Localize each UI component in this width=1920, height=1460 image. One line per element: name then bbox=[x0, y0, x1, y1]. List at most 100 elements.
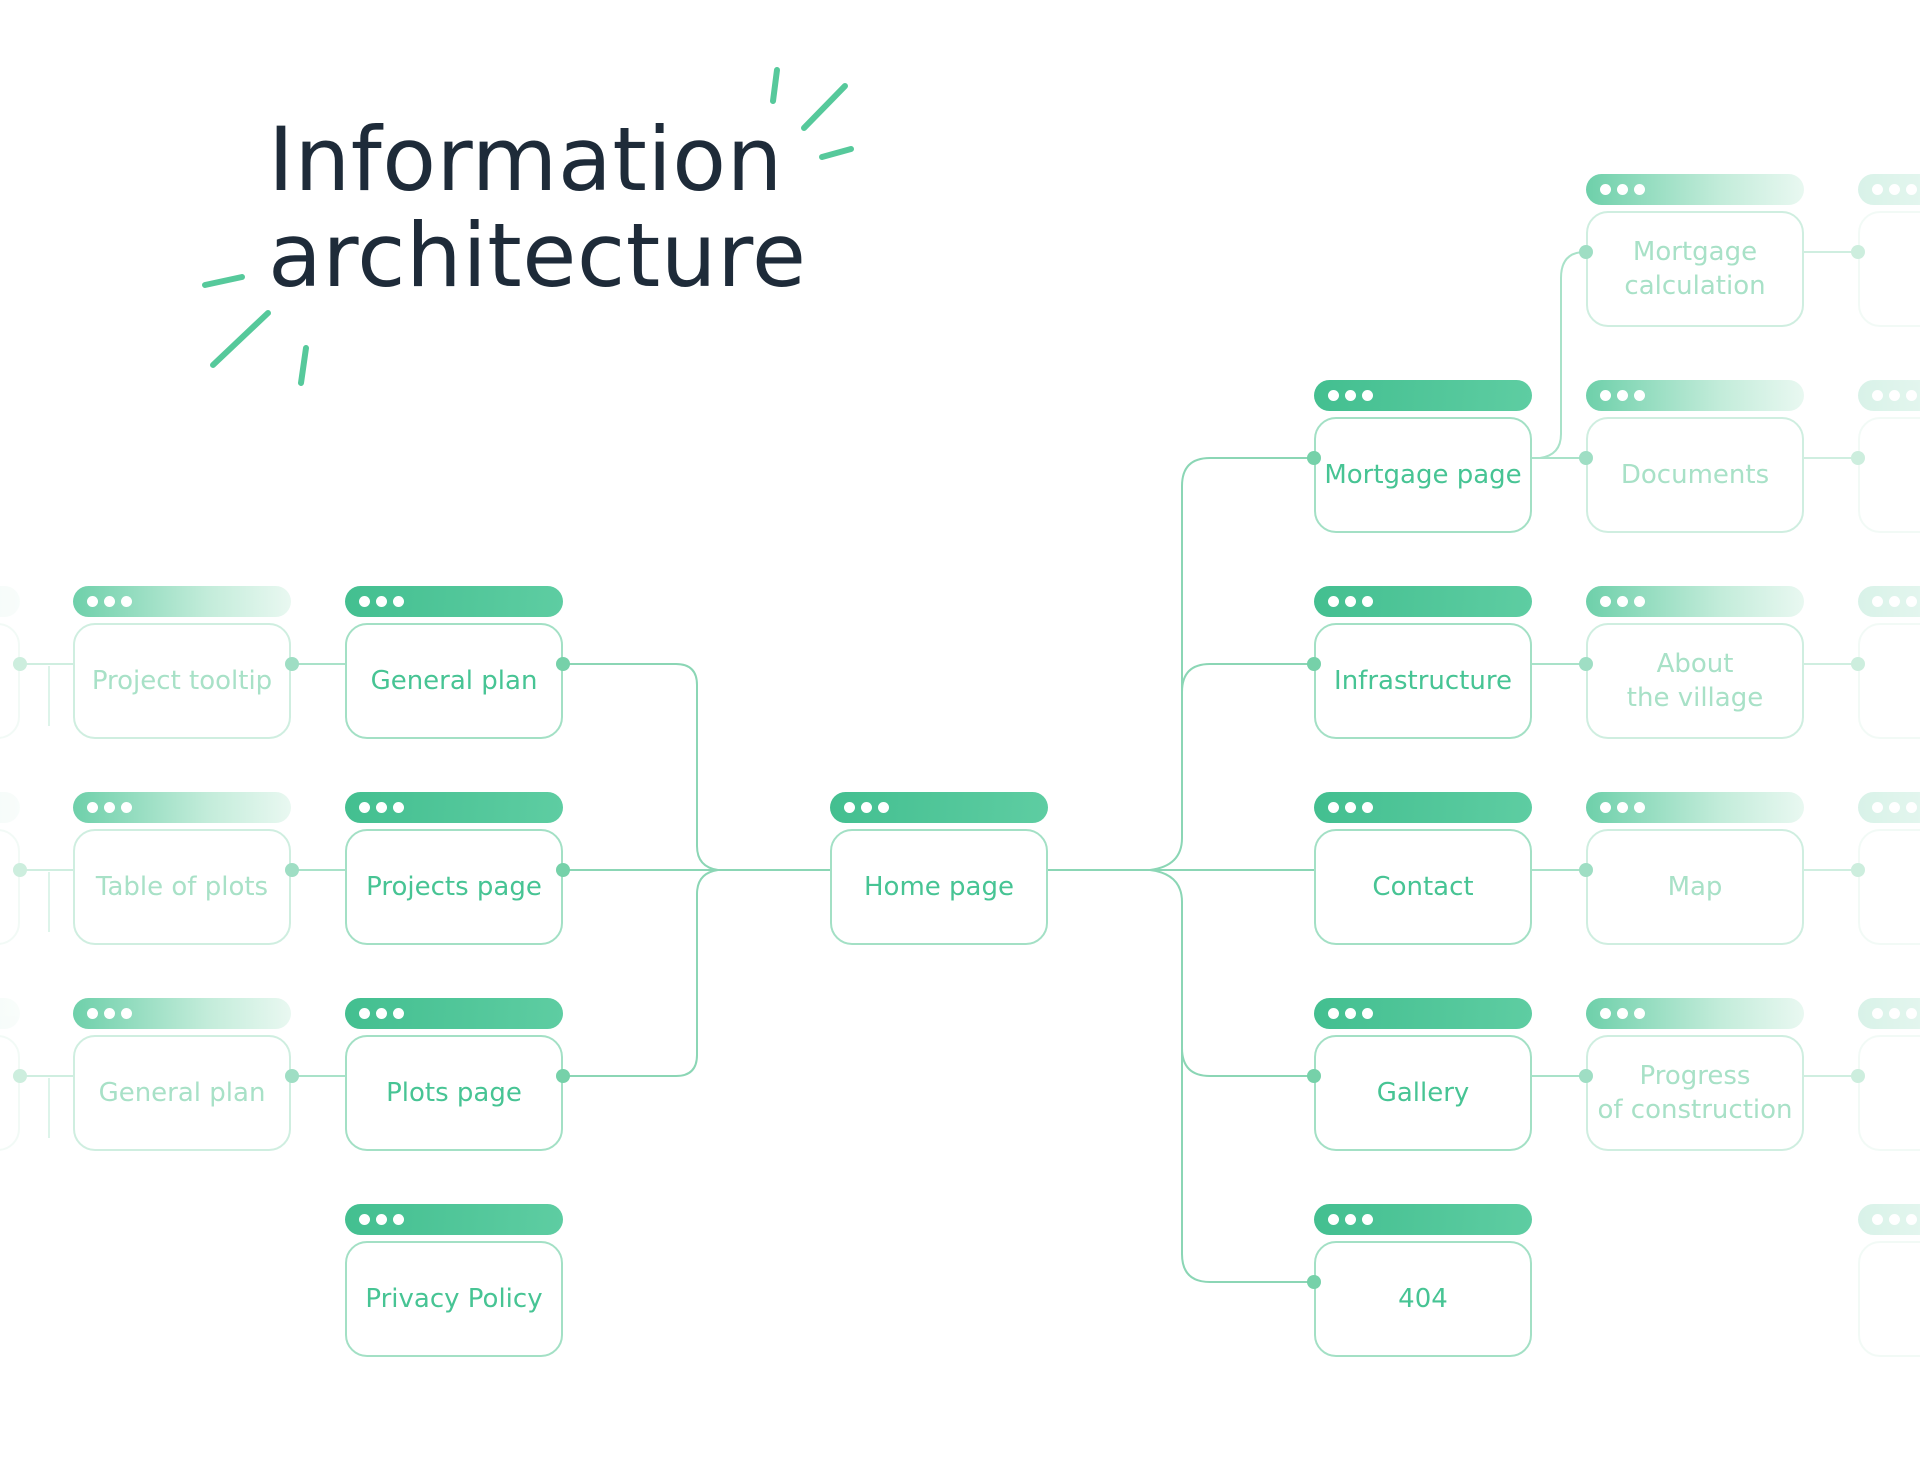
window-dot-icon bbox=[121, 1008, 132, 1019]
card-body: Infrastructure bbox=[1314, 623, 1532, 739]
window-dot-icon bbox=[1872, 1214, 1883, 1225]
card-body bbox=[0, 623, 20, 739]
window-dot-icon bbox=[376, 1214, 387, 1225]
browser-bar bbox=[73, 792, 291, 823]
window-dot-icon bbox=[1328, 1214, 1339, 1225]
window-dot-icon bbox=[1889, 184, 1900, 195]
card-body: Documents bbox=[1586, 417, 1804, 533]
browser-bar bbox=[73, 998, 291, 1029]
page-title-line1: Information bbox=[268, 108, 783, 211]
card-body bbox=[1858, 211, 1920, 327]
browser-bar bbox=[1858, 174, 1920, 205]
node-plots-page[interactable]: Plots page bbox=[345, 998, 563, 1151]
window-dot-icon bbox=[1600, 390, 1611, 401]
browser-bar bbox=[1314, 792, 1532, 823]
window-dot-icon bbox=[1600, 596, 1611, 607]
node-label: Plots page bbox=[386, 1078, 522, 1108]
node-label: Progress of construction bbox=[1597, 1061, 1793, 1125]
window-dot-icon bbox=[1362, 802, 1373, 813]
card-body bbox=[0, 829, 20, 945]
window-dot-icon bbox=[1634, 596, 1645, 607]
window-dot-icon bbox=[1328, 390, 1339, 401]
card-body: Privacy Policy bbox=[345, 1241, 563, 1357]
window-dot-icon bbox=[359, 1008, 370, 1019]
node-general-plan[interactable]: General plan bbox=[345, 586, 563, 739]
card-body: Home page bbox=[830, 829, 1048, 945]
card-body: Table of plots bbox=[73, 829, 291, 945]
node-general-plan-sub[interactable]: General plan bbox=[73, 998, 291, 1151]
window-dot-icon bbox=[1906, 596, 1917, 607]
card-body: Contact bbox=[1314, 829, 1532, 945]
window-dot-icon bbox=[1345, 1008, 1356, 1019]
card-body: Plots page bbox=[345, 1035, 563, 1151]
node-mortgage-calculation[interactable]: Mortgage calculation bbox=[1586, 174, 1804, 327]
browser-bar bbox=[1586, 380, 1804, 411]
window-dot-icon bbox=[1617, 802, 1628, 813]
window-dot-icon bbox=[878, 802, 889, 813]
window-dot-icon bbox=[1617, 1008, 1628, 1019]
window-dot-icon bbox=[1345, 596, 1356, 607]
window-dot-icon bbox=[1872, 1008, 1883, 1019]
page-title-line2: architecture bbox=[268, 204, 807, 307]
node-gallery[interactable]: Gallery bbox=[1314, 998, 1532, 1151]
browser-bar bbox=[1858, 380, 1920, 411]
browser-bar bbox=[0, 792, 20, 823]
browser-bar bbox=[0, 586, 20, 617]
card-body: Map bbox=[1586, 829, 1804, 945]
window-dot-icon bbox=[1889, 390, 1900, 401]
window-dot-icon bbox=[1872, 390, 1883, 401]
card-body: Progress of construction bbox=[1586, 1035, 1804, 1151]
node-about-the-village[interactable]: About the village bbox=[1586, 586, 1804, 739]
node-label: Mortgage calculation bbox=[1624, 237, 1766, 301]
window-dot-icon bbox=[1889, 1214, 1900, 1225]
window-dot-icon bbox=[1906, 802, 1917, 813]
node-home[interactable]: Home page bbox=[830, 792, 1048, 945]
browser-bar bbox=[1314, 1204, 1532, 1235]
node-mortgage-page[interactable]: Mortgage page bbox=[1314, 380, 1532, 533]
card-body bbox=[1858, 829, 1920, 945]
node-404[interactable]: 404 bbox=[1314, 1204, 1532, 1357]
node-label: Projects page bbox=[366, 872, 542, 902]
window-dot-icon bbox=[359, 802, 370, 813]
card-body bbox=[1858, 1035, 1920, 1151]
window-dot-icon bbox=[1906, 184, 1917, 195]
browser-bar bbox=[1314, 998, 1532, 1029]
main-connectors bbox=[563, 457, 1314, 1283]
node-table-of-plots[interactable]: Table of plots bbox=[73, 792, 291, 945]
node-contact[interactable]: Contact bbox=[1314, 792, 1532, 945]
window-dot-icon bbox=[861, 802, 872, 813]
window-dot-icon bbox=[376, 1008, 387, 1019]
window-dot-icon bbox=[1328, 596, 1339, 607]
window-dot-icon bbox=[104, 1008, 115, 1019]
node-map[interactable]: Map bbox=[1586, 792, 1804, 945]
card-body: Mortgage page bbox=[1314, 417, 1532, 533]
offscreen-node-fragment bbox=[1858, 586, 1920, 739]
window-dot-icon bbox=[393, 1008, 404, 1019]
browser-bar bbox=[73, 586, 291, 617]
node-progress-of-construction[interactable]: Progress of construction bbox=[1586, 998, 1804, 1151]
browser-bar bbox=[345, 998, 563, 1029]
browser-bar bbox=[1586, 586, 1804, 617]
node-privacy-policy[interactable]: Privacy Policy bbox=[345, 1204, 563, 1357]
card-body: Projects page bbox=[345, 829, 563, 945]
node-label: General plan bbox=[98, 1078, 266, 1108]
card-body bbox=[0, 1035, 20, 1151]
node-projects-page[interactable]: Projects page bbox=[345, 792, 563, 945]
offscreen-node-fragment bbox=[1858, 998, 1920, 1151]
node-project-tooltip[interactable]: Project tooltip bbox=[73, 586, 291, 739]
card-body bbox=[1858, 623, 1920, 739]
window-dot-icon bbox=[1889, 1008, 1900, 1019]
window-dot-icon bbox=[1600, 1008, 1611, 1019]
window-dot-icon bbox=[1328, 802, 1339, 813]
card-body: Mortgage calculation bbox=[1586, 211, 1804, 327]
node-label: Contact bbox=[1372, 872, 1474, 902]
offscreen-node-fragment bbox=[1858, 380, 1920, 533]
window-dot-icon bbox=[1634, 390, 1645, 401]
window-dot-icon bbox=[87, 1008, 98, 1019]
node-documents[interactable]: Documents bbox=[1586, 380, 1804, 533]
window-dot-icon bbox=[1889, 802, 1900, 813]
window-dot-icon bbox=[1889, 596, 1900, 607]
node-infrastructure[interactable]: Infrastructure bbox=[1314, 586, 1532, 739]
page-title: Information architecture bbox=[268, 112, 806, 304]
window-dot-icon bbox=[87, 802, 98, 813]
